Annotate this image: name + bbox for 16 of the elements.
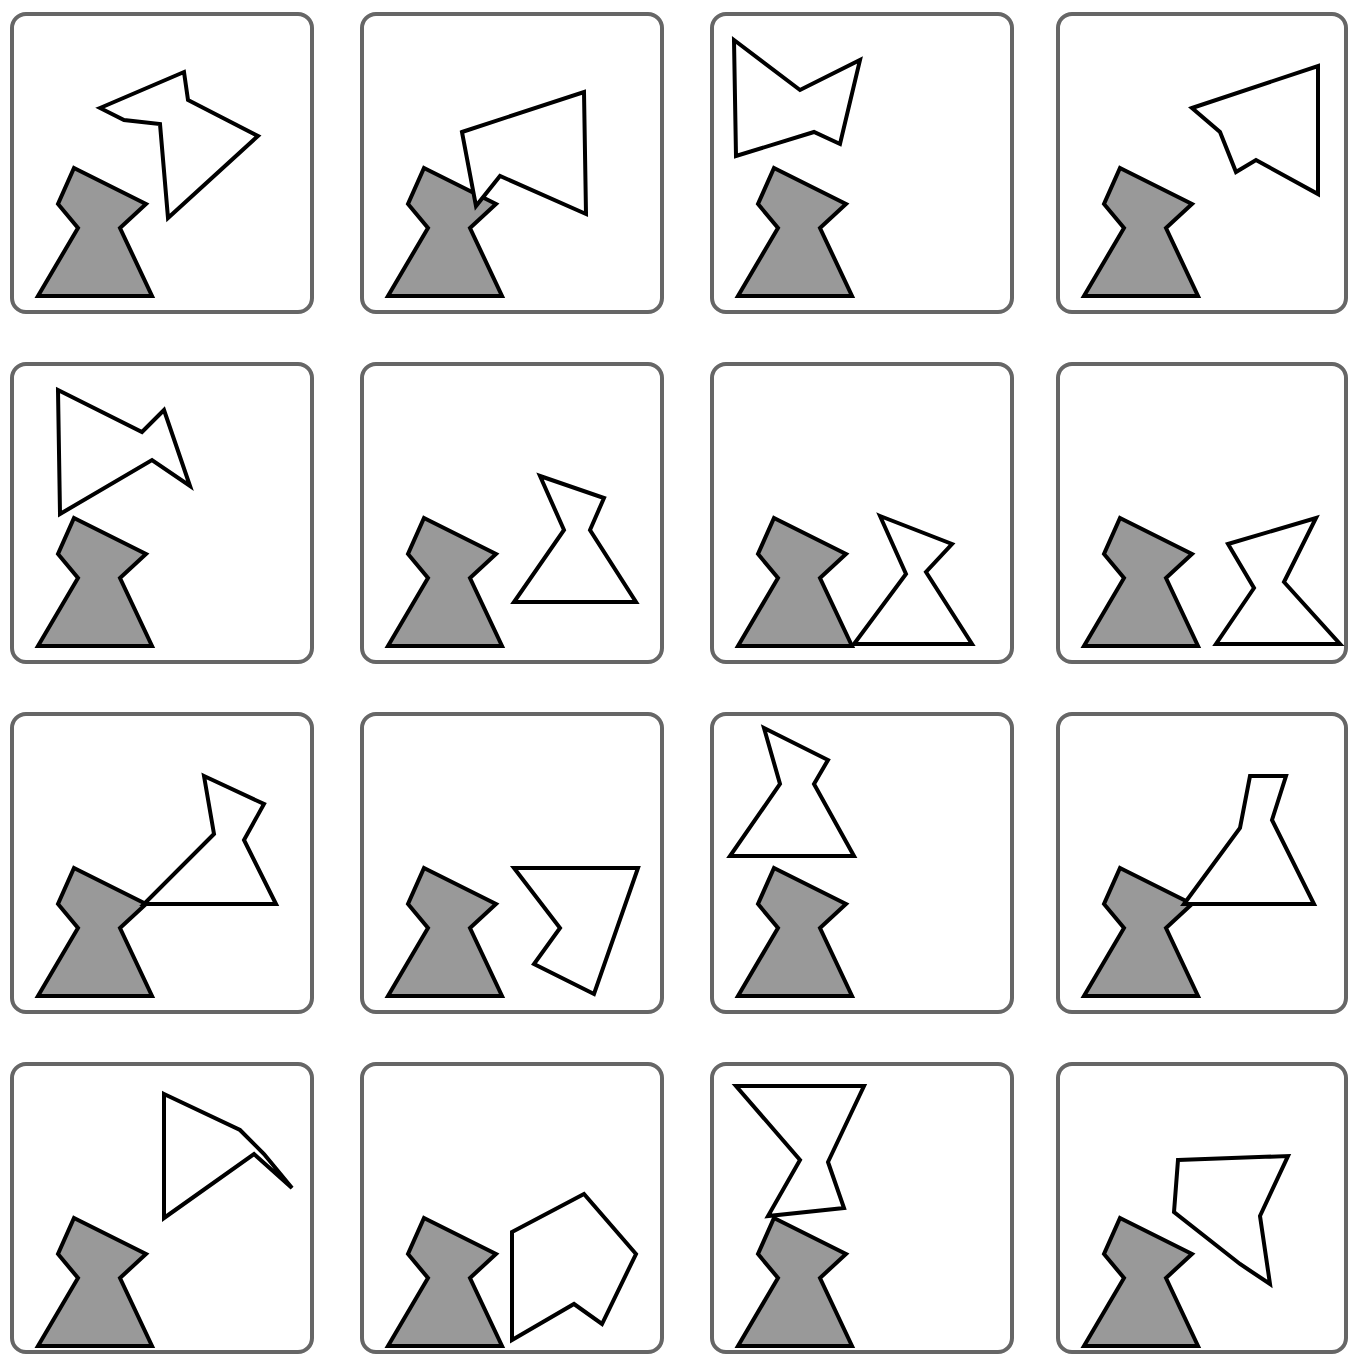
panel-box <box>10 712 314 1014</box>
panel-box <box>1056 1062 1348 1354</box>
panel-box <box>360 1062 664 1354</box>
panel-box <box>710 362 1014 664</box>
panel-box <box>10 12 314 314</box>
panel-box <box>360 12 664 314</box>
panel-box <box>360 362 664 664</box>
panel-box <box>360 712 664 1014</box>
panel-box <box>10 1062 314 1354</box>
panel-box <box>710 712 1014 1014</box>
panel-box <box>1056 12 1348 314</box>
panel-box <box>1056 712 1348 1014</box>
panel-box <box>710 12 1014 314</box>
panel-box <box>1056 362 1348 664</box>
panel-box <box>10 362 314 664</box>
panel-box <box>710 1062 1014 1354</box>
